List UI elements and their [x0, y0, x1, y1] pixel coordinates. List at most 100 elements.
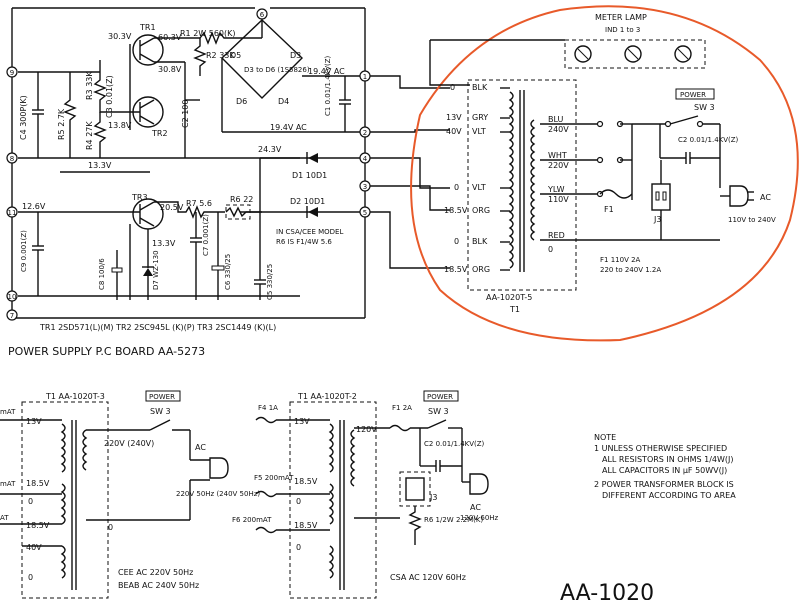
cee-cut-label-1: mAT	[0, 408, 16, 416]
c1-label: C1 0.01/1.4KV(Z)	[324, 55, 332, 116]
tap-left-40v: 40V	[446, 127, 462, 136]
d5-label: D5	[230, 51, 241, 60]
tap-left-18-5v-b: 18.5V	[444, 265, 468, 274]
csa-note-2: R6 IS F1/4W 5.6	[276, 238, 332, 246]
csa-transformer-block: T1 AA-1020T-2 POWER SW 3 F4 1A F5 200mAT…	[232, 390, 499, 599]
cee-ac-label: AC	[195, 443, 206, 452]
cee-title: T1 AA-1020T-3	[45, 392, 105, 401]
note-heading: NOTE	[594, 433, 616, 442]
notes-block: NOTE 1 UNLESS OTHERWISE SPECIFIED ALL RE…	[594, 433, 736, 500]
cee-zero: 0	[108, 523, 113, 532]
cee-tap-18-5v: 18.5V	[26, 479, 50, 488]
voltage-13-8: 13.8V	[108, 121, 132, 130]
voltage-24-3: 24.3V	[258, 145, 282, 154]
board-title: POWER SUPPLY P.C BOARD AA-5273	[8, 345, 205, 358]
terminal-3-label: 3	[363, 183, 367, 191]
ac-range-label: 110V to 240V	[728, 216, 776, 224]
d2-label: D2 10D1	[290, 197, 325, 206]
note-line-5: DIFFERENT ACCORDING TO AREA	[602, 491, 736, 500]
cee-tap-0: 0	[28, 497, 33, 506]
cee-cut-label-2: mAT	[0, 480, 16, 488]
tap-left-18-5v: 18.5V	[444, 206, 468, 215]
csa-tap-13v: 13V	[294, 417, 310, 426]
terminal-9	[6, 66, 18, 78]
voltage-19-4-ac-top: 19.4V AC	[308, 67, 345, 76]
j3-outlet	[651, 183, 671, 211]
tap-left-0b: 0	[454, 183, 459, 192]
terminal-10-label: 10	[8, 293, 17, 301]
csa-f5: F5 200mAT	[254, 474, 294, 482]
d4-label: D4	[278, 97, 289, 106]
csa-primary: 120V	[356, 425, 377, 434]
terminal-7	[6, 309, 18, 321]
fuse-note-1: F1 110V 2A	[600, 256, 641, 264]
c2-label: C2 100	[181, 100, 190, 129]
bridge-rectifier	[220, 19, 304, 99]
bridge-label: D3 to D6 (1S5826)	[244, 66, 310, 74]
terminal-5-label: 5	[363, 209, 367, 217]
sw3-label: SW 3	[694, 103, 715, 112]
voltage-30-3: 30.3V	[108, 32, 132, 41]
primary-wht-color: WHT	[548, 151, 567, 160]
csa-r6-label: R6 1/2W 2.2M(K)	[424, 516, 483, 524]
c2-main-label: C2 0.01/1.4KV(Z)	[678, 136, 739, 144]
tr3-label: TR3	[131, 193, 148, 202]
csa-j3-outlet	[405, 477, 425, 501]
r6-label: R6 22	[230, 195, 253, 204]
voltage-19-4-ac-bottom: 19.4V AC	[270, 123, 307, 132]
r4-label: R4 27K	[85, 121, 94, 150]
cee-ac-volts: 220V 50Hz (240V 50Hz)	[176, 490, 260, 498]
tap-left-0: 0	[450, 83, 455, 92]
c7-label: C7 0.001(Z)	[202, 214, 210, 256]
csa-tap-18-5v: 18.5V	[294, 477, 318, 486]
terminal-9-label: 9	[10, 69, 14, 77]
terminal-8	[6, 152, 18, 164]
ac-label: AC	[760, 193, 771, 202]
r1-label: R1 2W 560(K)	[180, 29, 236, 38]
csa-j3-label: J3	[429, 493, 437, 502]
power-label: POWER	[680, 91, 706, 99]
csa-tap-0: 0	[296, 497, 301, 506]
d1-label: D1 10D1	[292, 171, 327, 180]
ac-plug-icon	[729, 185, 749, 207]
terminal-4-label: 4	[363, 155, 368, 163]
note-line-1: 1 UNLESS OTHERWISE SPECIFIED	[594, 444, 727, 453]
tap-left-0c: 0	[454, 237, 459, 246]
terminal-7-label: 7	[10, 312, 14, 320]
meter-lamp-label: METER LAMP	[595, 13, 647, 22]
j3-label: J3	[653, 215, 661, 224]
cee-tap-18-5v-b: 18.5V	[26, 521, 50, 530]
c8-label: C8 100/6	[98, 258, 106, 290]
voltage-30-8: 30.8V	[158, 65, 182, 74]
cee-label-2: BEAB AC 240V 50Hz	[118, 581, 199, 590]
c9-label: C9 0.001(Z)	[20, 230, 28, 272]
tap-color-blk-1: BLK	[472, 83, 488, 92]
power-label-box	[675, 88, 715, 100]
tap-color-vlt-1: VLT	[472, 127, 486, 136]
primary-blu-volt: 240V	[548, 125, 569, 134]
note-line-4: 2 POWER TRANSFORMER BLOCK IS	[594, 480, 734, 489]
cee-label-1: CEE AC 220V 50Hz	[118, 568, 193, 577]
terminal-11	[6, 206, 18, 218]
r2-label: R2 33K	[206, 51, 235, 60]
cee-transformer-block: mAT mAT AT T1 AA-1020T-3 POWER SW 3 13V …	[0, 390, 260, 599]
terminal-10	[6, 290, 18, 302]
r3-label: R3 33K	[85, 71, 94, 100]
terminal-6-label: 6	[260, 11, 265, 19]
highlight-circle	[410, 5, 799, 342]
d3-label: D3	[290, 51, 301, 60]
tr1-label: TR1	[139, 23, 156, 32]
terminal-6	[256, 8, 268, 20]
c5-label: C5 330/25	[266, 264, 274, 300]
csa-f1: F1 2A	[392, 404, 412, 412]
tr2-label: TR2	[151, 129, 168, 138]
transformer-main-block: METER LAMP IND 1 to 3 0 BLK 13V GRY 40V …	[410, 5, 799, 342]
r5-label: R5 2.7K	[57, 108, 66, 140]
c3-label: C3 0.01(Z)	[105, 75, 114, 118]
tap-color-blk-2: BLK	[472, 237, 488, 246]
cee-primary: 220V (240V)	[104, 439, 154, 448]
csa-title: T1 AA-1020T-2	[297, 392, 357, 401]
tap-left-13v: 13V	[446, 113, 462, 122]
terminal-11-label: 11	[8, 209, 17, 217]
cee-power-label: POWER	[149, 393, 175, 401]
